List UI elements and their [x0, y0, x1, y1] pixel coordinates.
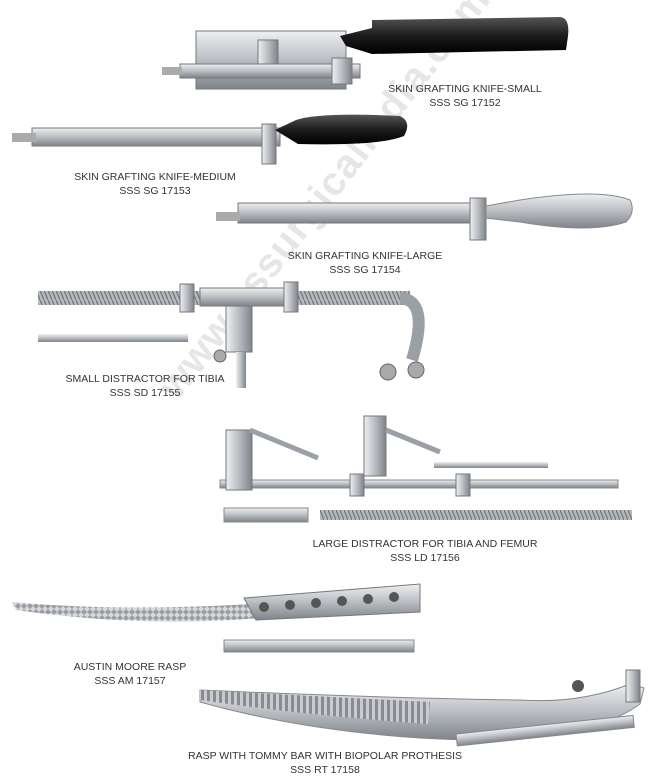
product-name: SKIN GRAFTING KNIFE-LARGE: [287, 250, 443, 262]
product-code: SSS SG 17152: [429, 97, 501, 109]
product-name: RASP WITH TOMMY BAR WITH BIOPOLAR PROTHE…: [187, 750, 462, 762]
caption-large-distractor: LARGE DISTRACTOR FOR TIBIA AND FEMUR SSS…: [290, 537, 560, 565]
product-code: SSS AM 17157: [94, 675, 166, 687]
caption-skin-grafting-knife-medium: SKIN GRAFTING KNIFE-MEDIUM SSS SG 17153: [50, 170, 260, 198]
small-distractor-illustration: [38, 281, 425, 388]
product-code: SSS SG 17153: [119, 185, 191, 197]
caption-rasp-tommy-bar: RASP WITH TOMMY BAR WITH BIOPOLAR PROTHE…: [170, 749, 480, 777]
product-name: AUSTIN MOORE RASP: [73, 661, 187, 673]
skin-grafting-knife-medium-illustration: [12, 114, 408, 165]
skin-grafting-knife-large-illustration: [216, 193, 633, 241]
skin-grafting-knife-small-illustration: [162, 17, 569, 90]
product-name: LARGE DISTRACTOR FOR TIBIA AND FEMUR: [312, 538, 538, 550]
product-name: SMALL DISTRACTOR FOR TIBIA: [65, 373, 225, 385]
product-name: SKIN GRAFTING KNIFE-SMALL: [388, 83, 542, 95]
product-code: SSS LD 17156: [390, 552, 460, 564]
caption-austin-moore-rasp: AUSTIN MOORE RASP SSS AM 17157: [60, 660, 200, 688]
large-distractor-illustration: [219, 415, 632, 523]
austin-moore-rasp-illustration: [12, 583, 421, 653]
product-name: SKIN GRAFTING KNIFE-MEDIUM: [74, 171, 236, 183]
caption-skin-grafting-knife-small: SKIN GRAFTING KNIFE-SMALL SSS SG 17152: [360, 82, 570, 110]
caption-small-distractor: SMALL DISTRACTOR FOR TIBIA SSS SD 17155: [45, 372, 245, 400]
rasp-tommy-bar-illustration: [199, 669, 645, 747]
product-code: SSS SG 17154: [329, 264, 401, 276]
caption-skin-grafting-knife-large: SKIN GRAFTING KNIFE-LARGE SSS SG 17154: [260, 249, 470, 277]
product-code: SSS RT 17158: [290, 764, 360, 776]
product-code: SSS SD 17155: [109, 387, 181, 399]
